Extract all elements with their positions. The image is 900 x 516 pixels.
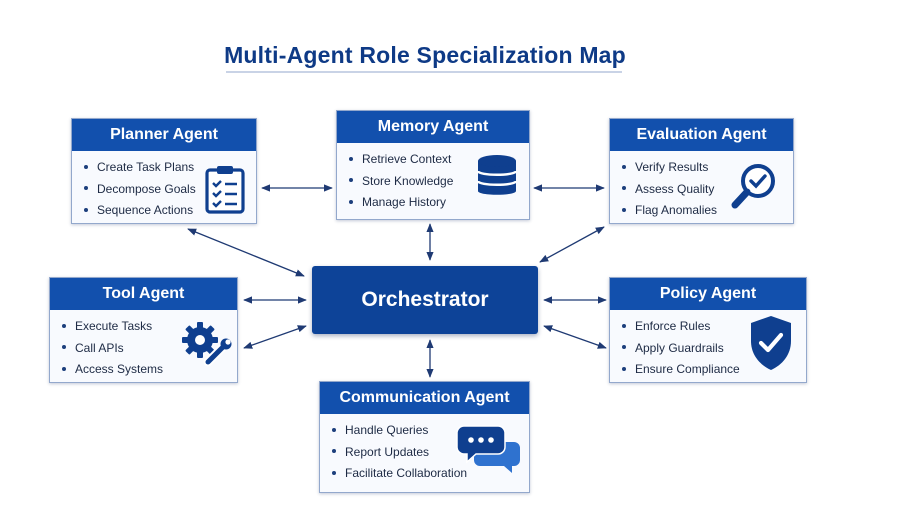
memory-agent-list: Retrieve Context Store Knowledge Manage … <box>349 149 453 214</box>
clipboard-checklist-icon <box>205 166 245 214</box>
list-item: Retrieve Context <box>349 149 453 171</box>
shield-check-icon <box>751 316 791 370</box>
planner-agent-card[interactable]: Planner Agent Create Task Plans Decompos… <box>71 118 257 224</box>
orchestrator-node[interactable]: Orchestrator <box>312 266 538 334</box>
evaluation-agent-list: Verify Results Assess Quality Flag Anoma… <box>622 157 717 222</box>
arrow-planner-orchestrator <box>187 228 305 277</box>
gear-wrench-icon <box>182 322 232 367</box>
list-item: Handle Queries <box>332 420 467 442</box>
tool-agent-card[interactable]: Tool Agent Execute Tasks Call APIs Acces… <box>49 277 238 383</box>
planner-agent-list: Create Task Plans Decompose Goals Sequen… <box>84 157 196 222</box>
title-underline <box>226 71 622 73</box>
list-item: Verify Results <box>622 157 717 179</box>
list-item: Store Knowledge <box>349 171 453 193</box>
evaluation-agent-card[interactable]: Evaluation Agent Verify Results Assess Q… <box>609 118 794 224</box>
memory-agent-title: Memory Agent <box>337 111 529 143</box>
policy-agent-card[interactable]: Policy Agent Enforce Rules Apply Guardra… <box>609 277 807 383</box>
list-item: Execute Tasks <box>62 316 163 338</box>
database-icon <box>476 155 518 195</box>
list-item: Report Updates <box>332 442 467 464</box>
evaluation-agent-title: Evaluation Agent <box>610 119 793 151</box>
list-item: Manage History <box>349 192 453 214</box>
list-item: Assess Quality <box>622 179 717 201</box>
magnifier-check-icon <box>731 164 775 209</box>
list-item: Decompose Goals <box>84 179 196 201</box>
list-item: Call APIs <box>62 338 163 360</box>
communication-agent-list: Handle Queries Report Updates Facilitate… <box>332 420 467 485</box>
list-item: Apply Guardrails <box>622 338 740 360</box>
list-item: Access Systems <box>62 359 163 381</box>
tool-agent-title: Tool Agent <box>50 278 237 310</box>
diagram-title: Multi-Agent Role Specialization Map <box>224 42 626 68</box>
communication-agent-title: Communication Agent <box>320 382 529 414</box>
arrow-tool-orchestrator-bottom <box>243 325 307 349</box>
policy-agent-list: Enforce Rules Apply Guardrails Ensure Co… <box>622 316 740 381</box>
list-item: Sequence Actions <box>84 200 196 222</box>
list-item: Flag Anomalies <box>622 200 717 222</box>
list-item: Create Task Plans <box>84 157 196 179</box>
arrow-evaluation-orchestrator <box>539 226 605 263</box>
list-item: Ensure Compliance <box>622 359 740 381</box>
list-item: Facilitate Collaboration <box>332 463 467 485</box>
tool-agent-list: Execute Tasks Call APIs Access Systems <box>62 316 163 381</box>
memory-agent-card[interactable]: Memory Agent Retrieve Context Store Know… <box>336 110 530 220</box>
list-item: Enforce Rules <box>622 316 740 338</box>
chat-bubbles-icon <box>456 425 520 473</box>
policy-agent-title: Policy Agent <box>610 278 806 310</box>
communication-agent-card[interactable]: Communication Agent Handle Queries Repor… <box>319 381 530 493</box>
arrow-orchestrator-policy-bottom <box>543 325 607 349</box>
planner-agent-title: Planner Agent <box>72 119 256 151</box>
